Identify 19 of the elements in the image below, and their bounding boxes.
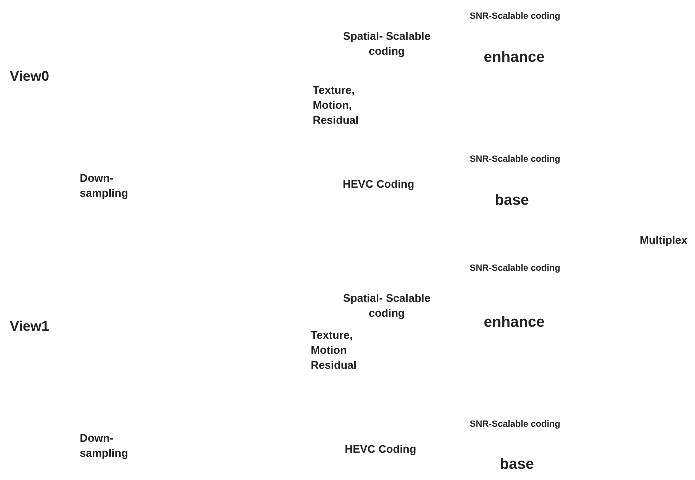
heading-text: Spatial- Scalable coding <box>342 292 432 322</box>
note-text: Texture, Motion, Residual <box>313 84 360 129</box>
level-text: enhance <box>484 313 546 333</box>
process-text: HEVC Coding <box>343 178 416 193</box>
process-text: Down- sampling <box>80 172 130 202</box>
heading-text: SNR-Scalable coding <box>470 262 562 274</box>
process-text: Down- sampling <box>80 432 130 462</box>
note-text: Texture, Motion Residual <box>311 329 358 374</box>
process-text: HEVC Coding <box>345 443 418 458</box>
level-text: base <box>500 455 536 475</box>
process-text: Multiplex <box>640 234 689 249</box>
heading-text: SNR-Scalable coding <box>470 10 562 22</box>
view-text: View1 <box>10 317 50 336</box>
view-text: View0 <box>10 67 50 86</box>
heading-text: SNR-Scalable coding <box>470 418 562 430</box>
level-text: base <box>495 191 530 211</box>
heading-text: SNR-Scalable coding <box>470 153 562 166</box>
level-text: enhance <box>484 48 546 68</box>
heading-text: Spatial- Scalable coding <box>342 30 432 60</box>
